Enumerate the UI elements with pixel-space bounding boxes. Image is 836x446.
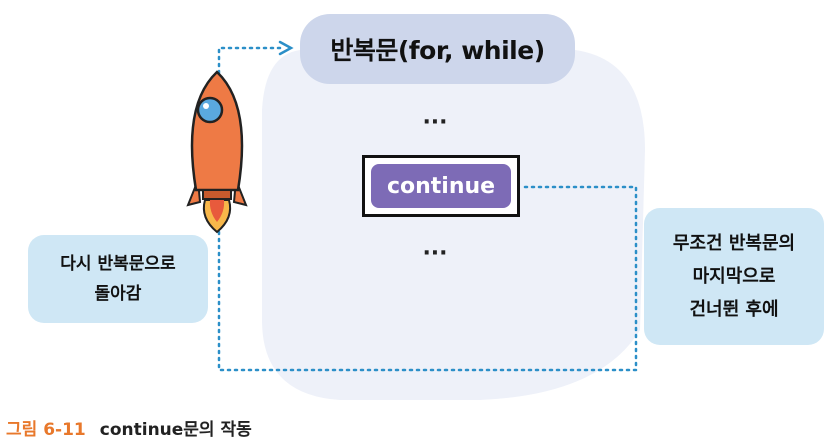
return-note: 다시 반복문으로 돌아감	[28, 235, 208, 323]
rocket-icon	[186, 70, 248, 234]
skip-note: 무조건 반복문의 마지막으로 건너뛴 후에	[644, 208, 824, 345]
continue-statement: continue	[371, 164, 511, 208]
figure-number: 그림 6-11	[6, 420, 86, 440]
continue-box: continue	[362, 155, 520, 217]
flow-arrow-head	[278, 40, 294, 56]
figure-title: continue문의 작동	[99, 420, 252, 440]
ellipsis-bottom: ···	[422, 241, 448, 266]
figure-caption: 그림 6-11 continue문의 작동	[6, 415, 252, 440]
loop-header-label: 반복문(for, while)	[330, 36, 545, 65]
return-note-text: 다시 반복문으로 돌아감	[60, 254, 176, 304]
ellipsis-top: ···	[422, 110, 448, 135]
continue-label: continue	[386, 173, 496, 199]
flow-path	[217, 46, 638, 372]
loop-header: 반복문(for, while)	[300, 14, 575, 84]
loop-body-panel	[262, 50, 645, 400]
skip-note-text: 무조건 반복문의 마지막으로 건너뛴 후에	[672, 233, 796, 320]
